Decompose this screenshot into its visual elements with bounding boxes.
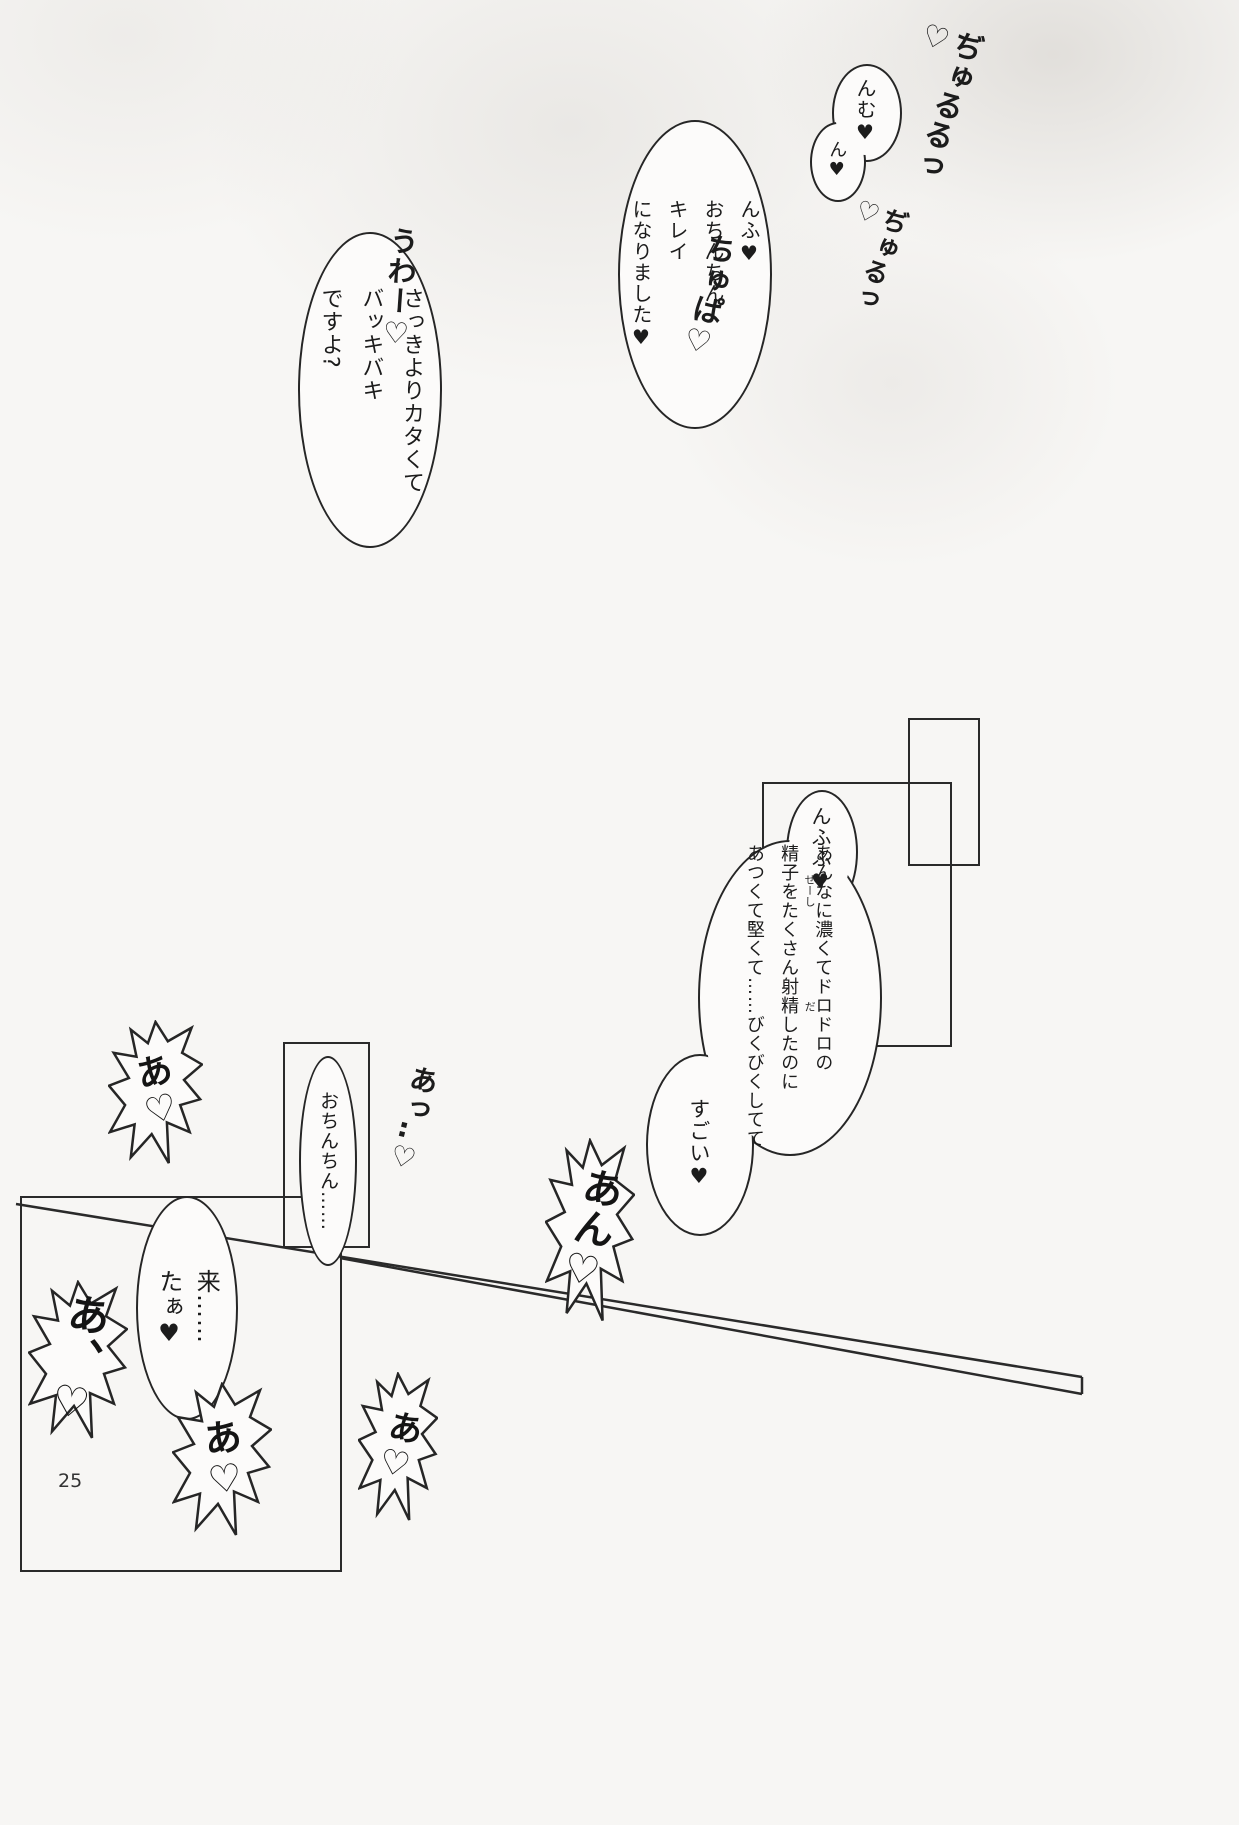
- sfx-burst-a1: あ♡: [108, 1020, 203, 1165]
- speech-text-ochinchin: おちんちん……: [317, 1091, 340, 1231]
- speech-text-kita: 来…… たぁ♥: [155, 1268, 221, 1348]
- sfx-burst-an: あん♡: [545, 1138, 635, 1323]
- sfx-atsu-text: あっ‥♡: [382, 1061, 443, 1179]
- speech-text-kirei: んふ♥ おちんちん キレイ になりました♥: [629, 199, 761, 350]
- burst-shape: [172, 1382, 272, 1537]
- speech-text-n: ん♥: [826, 139, 848, 181]
- speech-text-koku: あんなに濃くてドロドロの 精子をたくさん射精したのに あつくて堅くて……びくびく…: [743, 844, 834, 1148]
- sfx-burst-a-big: あ、♡: [28, 1280, 128, 1440]
- speech-bubble-nmu-group: んむ♥ ん♥: [810, 64, 905, 204]
- sfx-burst-a2: あ♡: [172, 1382, 272, 1537]
- sfx-uwa-text: うわー♡: [377, 225, 421, 353]
- bubble-fill: [649, 1057, 747, 1229]
- sfx-chupa: ちゅぱ♡: [677, 230, 762, 382]
- furigana-seishi: せーし: [803, 874, 817, 907]
- burst-shape: [358, 1372, 438, 1522]
- sfx-a2-text: あ♡: [194, 1414, 250, 1505]
- speech-bubble-bakkibaki: さっきよりカタくて バッキバキ ですよ?: [298, 232, 442, 548]
- speech-text-sugoi: すごい♥: [686, 1097, 711, 1189]
- furigana-da: だ: [803, 1001, 817, 1012]
- sfx-slurp-2-text: ぢゅるっ♡: [845, 193, 912, 315]
- speech-bubble-sugoi-group: んふふ♥ あんなに濃くてドロドロの 精子をたくさん射精したのに あつくて堅くて……: [640, 786, 890, 1241]
- sfx-uwa: うわー♡: [378, 225, 436, 421]
- sfx-slurp-2: ぢゅるっ♡: [840, 194, 920, 315]
- speech-bubble-kirei: んふ♥ おちんちん キレイ になりました♥: [618, 120, 772, 429]
- sfx-atsu: あっ‥♡: [383, 1062, 478, 1214]
- speech-bubble-ochinchin: おちんちん……: [299, 1056, 357, 1266]
- speech-text-bakkibaki: さっきよりカタくて バッキバキ ですよ?: [317, 286, 425, 494]
- burst-shape: [108, 1020, 203, 1165]
- panel-border-small-top-right: [908, 718, 980, 866]
- sfx-slurp-1: ぢゅるるっ♡: [900, 16, 1000, 183]
- speech-text-nmu: んむ♥: [853, 77, 877, 145]
- speech-text-nfufu: んふふ♥: [808, 806, 832, 894]
- sfx-burst-a3: あ♡: [358, 1372, 438, 1522]
- bubble-fill: [813, 125, 859, 195]
- page-number: 25: [58, 1470, 83, 1492]
